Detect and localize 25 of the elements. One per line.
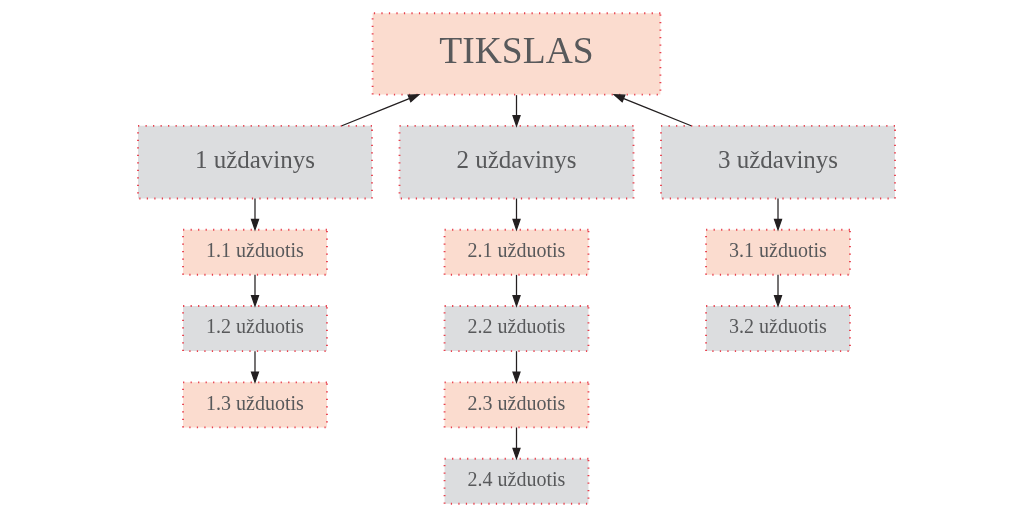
node-box: 1 uždavinys [137, 124, 373, 200]
node-box: 2.3 užduotis [443, 381, 590, 429]
arrow [250, 197, 260, 232]
node-box: 2.1 užduotis [443, 228, 590, 276]
node-box: TIKSLAS [371, 12, 662, 96]
arrow [773, 274, 783, 308]
node-box: 3.2 užduotis [705, 305, 851, 353]
arrow [250, 350, 260, 384]
node-box: 3.1 užduotis [705, 228, 851, 276]
arrow [341, 93, 421, 127]
node-box: 2.4 užduotis [443, 457, 590, 505]
arrow [250, 274, 260, 308]
node-box: 1.1 užduotis [182, 228, 328, 276]
arrow [512, 197, 521, 232]
arrow [512, 94, 521, 128]
arrow [512, 426, 521, 461]
node-box: 1.3 užduotis [182, 381, 328, 429]
node-box: 1.2 užduotis [182, 305, 328, 353]
arrow [512, 350, 521, 384]
arrow [612, 93, 692, 127]
node-box: 2 uždavinys [398, 124, 635, 200]
arrow [512, 274, 521, 308]
node-box: 2.2 užduotis [443, 305, 590, 353]
arrow [773, 197, 783, 232]
node-box: 3 uždavinys [660, 124, 896, 200]
